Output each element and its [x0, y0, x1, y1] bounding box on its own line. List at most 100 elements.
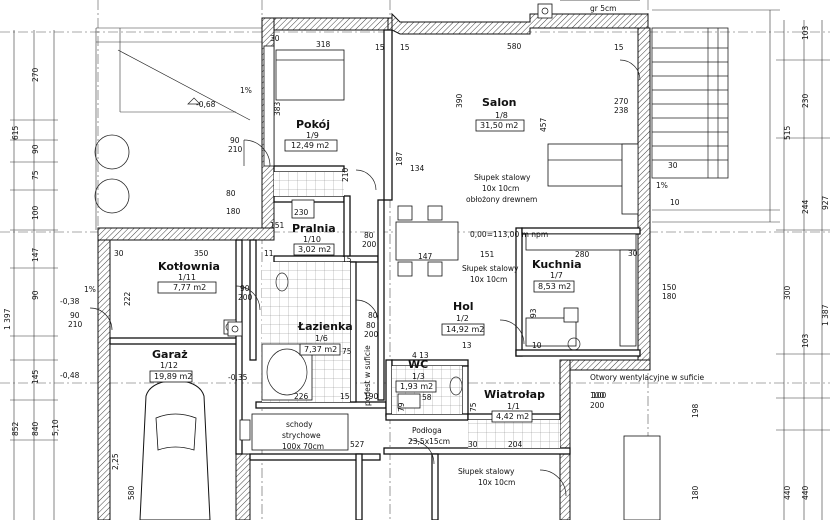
- dim-230: 230: [294, 208, 309, 217]
- dim-457: 457: [539, 117, 548, 132]
- door-code-90a: 90: [230, 136, 240, 145]
- dim-right-230: 230: [801, 93, 810, 108]
- dim-15-e: 15: [342, 255, 352, 264]
- dim-13: 13: [462, 341, 472, 350]
- room-area-lazienka: 7,37 m2: [304, 345, 337, 354]
- dim-187: 187: [395, 151, 404, 166]
- pergola: [651, 27, 729, 179]
- room-area-kuchnia: 8,53 m2: [538, 282, 571, 291]
- door-swings: [89, 59, 641, 497]
- dim-left-580: 580: [127, 485, 136, 500]
- room-number-kuchnia: 1/7: [550, 271, 563, 280]
- door-code-90b: 90: [240, 284, 250, 293]
- dim-30-a: 30: [270, 34, 280, 43]
- note-slupek-hol-2: 10x 10cm: [470, 275, 507, 284]
- dim-left-90-b: 90: [31, 290, 40, 300]
- dim-right-300: 300: [783, 285, 792, 300]
- dim-134: 134: [410, 164, 425, 173]
- dimension-labels: 318 580 30 15 15 15 383 390 457 134 187 …: [114, 34, 638, 449]
- room-number-hol: 1/2: [456, 314, 469, 323]
- room-number-pokoj: 1/9: [306, 131, 319, 140]
- dim-390: 390: [455, 93, 464, 108]
- room-number-lazienka: 1/6: [315, 334, 328, 343]
- window-code-238: 238: [614, 106, 629, 115]
- dim-350: 350: [194, 249, 209, 258]
- dim-right-103: 103: [801, 25, 810, 40]
- note-top-gr: gr 5cm: [590, 4, 616, 13]
- room-area-salon: 31,50 m2: [480, 121, 518, 130]
- left-dimension-chains: 270 615 90 75 100 147 1 397 90 145 852 8…: [3, 30, 136, 520]
- dim-75-b: 75: [469, 402, 478, 412]
- dim-left-840: 840: [31, 421, 40, 436]
- dim-right-30: 30: [668, 161, 678, 170]
- window-code-270: 270: [614, 97, 629, 106]
- door-code-80a: 80: [364, 231, 374, 240]
- dim-222: 222: [123, 291, 132, 306]
- door-code-200c: 200: [590, 401, 605, 410]
- note-podloga-1: Podłoga: [412, 426, 442, 435]
- door-code-80c: 80: [366, 321, 376, 330]
- slope-1: 1%: [240, 86, 252, 95]
- room-area-hol: 14,92 m2: [446, 325, 484, 334]
- chimney-markers: [227, 3, 579, 337]
- dim-30-c: 30: [468, 440, 478, 449]
- door-code-80b: 80: [226, 189, 236, 198]
- door-code-100: 100: [590, 391, 605, 400]
- dim-right-10: 10: [670, 198, 680, 207]
- dim-top-580: 580: [507, 42, 522, 51]
- note-slupek-3: obłożony drewnem: [466, 195, 537, 204]
- room-name-hol: Hol: [453, 300, 474, 313]
- slope-3: 1%: [84, 285, 96, 294]
- room-area-pokoj: 12,49 m2: [291, 141, 329, 150]
- dim-30-d: 30: [628, 249, 638, 258]
- notes: gr 5cm Słupek stalowy 10x 10cm obłożony …: [282, 4, 705, 487]
- window-code-180: 180: [662, 292, 677, 301]
- note-slupek-hol-1: Słupek stalowy: [462, 264, 519, 273]
- room-labels: Pokój 1/9 12,49 m2 Salon 1/8 31,50 m2 Pr…: [149, 96, 582, 423]
- room-number-pralnia: 1/10: [303, 235, 321, 244]
- dim-15-b: 15: [400, 43, 410, 52]
- door-code-210c: 210: [68, 320, 83, 329]
- slopes: 1% 1% 1%: [84, 86, 668, 294]
- dim-30-b: 30: [114, 249, 124, 258]
- room-name-lazienka: Łazienka: [297, 320, 353, 333]
- room-area-pralnia: 3,02 m2: [298, 245, 331, 254]
- door-code-90c: 90: [70, 311, 80, 320]
- dim-100: 100: [592, 391, 607, 400]
- room-name-garaz: Garaż: [152, 348, 188, 361]
- room-name-wc: WC: [408, 358, 428, 371]
- room-number-kotlownia: 1/11: [178, 273, 196, 282]
- note-podest-sufit: podest w suficie: [363, 345, 372, 406]
- dim-15-a: 15: [375, 43, 385, 52]
- dim-280: 280: [575, 250, 590, 259]
- room-number-garaz: 1/12: [160, 361, 178, 370]
- dim-151-b: 151: [480, 250, 495, 259]
- dim-75: 75: [342, 347, 352, 356]
- dim-190: 190: [364, 392, 379, 401]
- note-slupek-bot-1: Słupek stalowy: [458, 467, 515, 476]
- door-code-200d: 200: [364, 330, 379, 339]
- furniture: [94, 45, 661, 520]
- room-number-wiatrolap: 1/1: [507, 402, 520, 411]
- dim-left-147: 147: [31, 247, 40, 262]
- note-podloga-2: 23,5x15cm: [408, 437, 450, 446]
- dim-right-927: 927: [821, 195, 830, 210]
- slope-2: 1%: [656, 181, 668, 190]
- note-schody-1: schody: [286, 420, 313, 429]
- dim-right-244: 244: [801, 199, 810, 214]
- room-area-wc: 1,93 m2: [400, 382, 433, 391]
- room-name-kotlownia: Kotłownia: [158, 260, 220, 273]
- note-slupek-bot-2: 10x 10cm: [478, 478, 515, 487]
- dim-left-615-a: 615: [11, 125, 20, 140]
- dim-left-75: 75: [31, 170, 40, 180]
- top-reference-lines: [95, 0, 780, 230]
- dim-93: 93: [529, 308, 538, 318]
- door-code-180: 180: [226, 207, 241, 216]
- note-schody-3: 100x 70cm: [282, 442, 324, 451]
- dim-top-318: 318: [316, 40, 331, 49]
- dim-58: 58: [422, 393, 432, 402]
- room-area-garaz: 19,89 m2: [154, 372, 192, 381]
- dim-79: 79: [397, 402, 406, 412]
- door-code-200b: 200: [238, 293, 253, 302]
